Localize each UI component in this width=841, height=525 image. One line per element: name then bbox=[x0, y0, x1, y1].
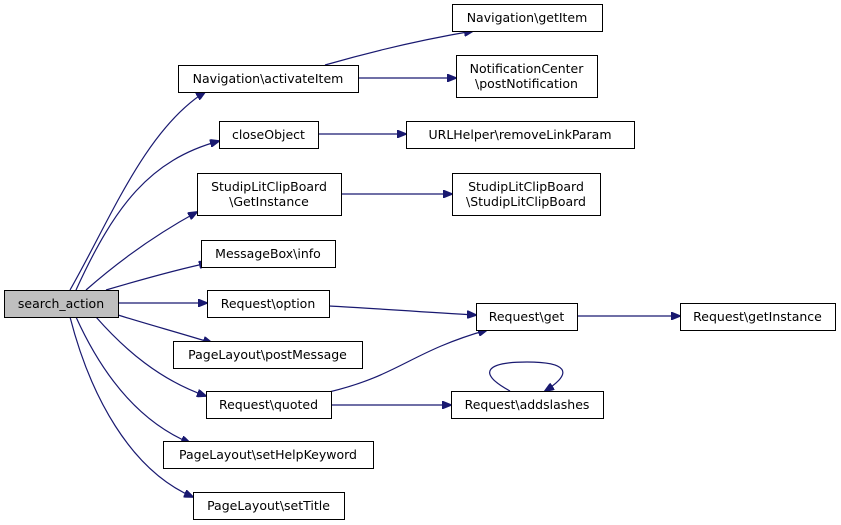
node-box bbox=[193, 492, 345, 520]
node-search_action[interactable]: search_action bbox=[4, 290, 119, 318]
edge-search_action-to-close_object bbox=[75, 141, 219, 291]
node-box bbox=[406, 121, 635, 149]
node-req_option[interactable]: Request\option bbox=[207, 290, 330, 318]
node-msg_info[interactable]: MessageBox\info bbox=[201, 240, 336, 268]
nodes-layer: search_action Navigation\activateItem Navi… bbox=[4, 4, 836, 520]
node-label: MessageBox\info bbox=[215, 246, 321, 261]
node-pl_settitle[interactable]: PageLayout\setTitle bbox=[193, 492, 345, 520]
node-label: Request\get bbox=[489, 309, 565, 324]
node-box bbox=[178, 65, 359, 93]
edge-search_action-to-nav_activate bbox=[69, 92, 205, 291]
node-box bbox=[456, 55, 598, 98]
node-close_object[interactable]: closeObject bbox=[219, 121, 319, 149]
node-label: Navigation\getItem bbox=[467, 10, 588, 25]
node-clip_getinstance[interactable]: StudipLitClipBoard\GetInstance bbox=[197, 173, 342, 216]
node-label: NotificationCenter bbox=[470, 61, 585, 76]
edge-req_quoted-to-req_get bbox=[328, 330, 487, 393]
node-box bbox=[173, 341, 363, 369]
edge-search_action-to-pl_postmessage bbox=[117, 314, 212, 343]
node-req_quoted[interactable]: Request\quoted bbox=[206, 391, 332, 419]
node-label: StudipLitClipBoard bbox=[468, 179, 584, 194]
node-req_addslashes[interactable]: Request\addslashes bbox=[451, 391, 604, 419]
node-label: Request\option bbox=[221, 296, 316, 311]
edge-nav_activate-to-nav_getitem bbox=[324, 31, 473, 66]
node-label: closeObject bbox=[232, 127, 305, 142]
node-req_getinstance[interactable]: Request\getInstance bbox=[680, 303, 836, 331]
node-box bbox=[452, 173, 601, 216]
edges-layer bbox=[69, 31, 680, 497]
node-nav_activate[interactable]: Navigation\activateItem bbox=[178, 65, 359, 93]
node-box bbox=[197, 173, 342, 216]
edge-req_option-to-req_get bbox=[328, 305, 476, 315]
node-box bbox=[451, 391, 604, 419]
node-label: search_action bbox=[18, 296, 104, 311]
node-label: Request\quoted bbox=[219, 397, 318, 412]
edge-req_addslashes-to-req_addslashes bbox=[489, 361, 564, 391]
node-box bbox=[207, 290, 330, 318]
node-label: URLHelper\removeLinkParam bbox=[428, 127, 611, 142]
node-box bbox=[452, 4, 603, 32]
node-label: PageLayout\postMessage bbox=[188, 347, 347, 362]
node-label: \StudipLitClipBoard bbox=[466, 194, 586, 209]
node-clip_ctor[interactable]: StudipLitClipBoard\StudipLitClipBoard bbox=[452, 173, 601, 216]
node-pl_postmessage[interactable]: PageLayout\postMessage bbox=[173, 341, 363, 369]
node-req_get[interactable]: Request\get bbox=[476, 303, 578, 331]
node-label: PageLayout\setHelpKeyword bbox=[179, 447, 357, 462]
node-label: PageLayout\setTitle bbox=[207, 498, 330, 513]
node-box bbox=[206, 391, 332, 419]
edge-search_action-to-clip_getinstance bbox=[85, 212, 197, 291]
node-box bbox=[201, 240, 336, 268]
node-box bbox=[4, 290, 119, 318]
node-pl_sethelp[interactable]: PageLayout\setHelpKeyword bbox=[163, 441, 374, 469]
node-notif_post[interactable]: NotificationCenter\postNotification bbox=[456, 55, 598, 98]
edge-search_action-to-pl_sethelp bbox=[75, 316, 190, 443]
edge-search_action-to-pl_settitle bbox=[69, 316, 193, 497]
node-box bbox=[219, 121, 319, 149]
node-label: \GetInstance bbox=[229, 194, 309, 209]
node-label: Navigation\activateItem bbox=[193, 71, 344, 86]
node-label: Request\addslashes bbox=[465, 397, 590, 412]
node-label: \postNotification bbox=[475, 76, 578, 91]
node-url_remove[interactable]: URLHelper\removeLinkParam bbox=[406, 121, 635, 149]
edge-search_action-to-msg_info bbox=[105, 263, 208, 291]
node-box bbox=[476, 303, 578, 331]
node-label: Request\getInstance bbox=[693, 309, 822, 324]
node-box bbox=[680, 303, 836, 331]
edge-search_action-to-req_quoted bbox=[95, 316, 206, 396]
node-box bbox=[163, 441, 374, 469]
node-nav_getitem[interactable]: Navigation\getItem bbox=[452, 4, 603, 32]
node-label: StudipLitClipBoard bbox=[211, 179, 327, 194]
